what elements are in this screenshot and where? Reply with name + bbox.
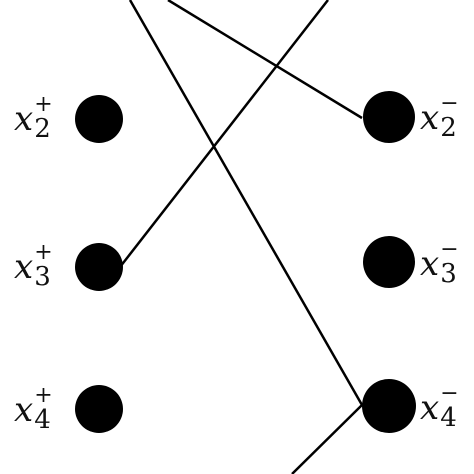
label-xm2-sup: − (440, 91, 459, 116)
label-xp2-base: x (14, 99, 34, 139)
label-xp3-sub: 3 (34, 262, 51, 292)
node-xm4 (362, 379, 416, 433)
label-xp2: x+2 (14, 94, 53, 143)
label-xp3-base: x (14, 247, 34, 287)
label-xp2-sub: 2 (34, 114, 51, 144)
label-xm2-base: x (420, 98, 440, 138)
edge-xm4-to-bottom (291, 404, 363, 474)
edge-top-to-xm2 (167, 0, 363, 120)
edge-top-to-xm4 (128, 0, 364, 406)
node-xp2 (75, 95, 123, 143)
label-xp3: x+3 (14, 242, 53, 291)
label-xm4-sup: − (440, 381, 459, 406)
label-xm2-sub: 2 (440, 113, 457, 143)
label-xm4-base: x (420, 388, 440, 428)
label-xp4-sub: 4 (34, 405, 51, 435)
node-xp4 (75, 385, 123, 433)
edge-xp3-to-top (119, 0, 329, 268)
label-xp3-sup: + (34, 240, 53, 265)
node-xm2 (363, 91, 415, 143)
label-xp4-base: x (14, 390, 34, 430)
label-xm4-sub: 4 (440, 403, 457, 433)
label-xp2-sup: + (34, 92, 53, 117)
label-xm3: x−3 (420, 239, 459, 288)
label-xp4-sup: + (34, 383, 53, 408)
label-xm3-base: x (420, 244, 440, 284)
label-xm2: x−2 (420, 93, 459, 142)
label-xm3-sup: − (440, 237, 459, 262)
label-xm4: x−4 (420, 383, 459, 432)
label-xm3-sub: 3 (440, 259, 457, 289)
label-xp4: x+4 (14, 385, 53, 434)
node-xm3 (363, 236, 415, 288)
node-xp3 (75, 243, 123, 291)
